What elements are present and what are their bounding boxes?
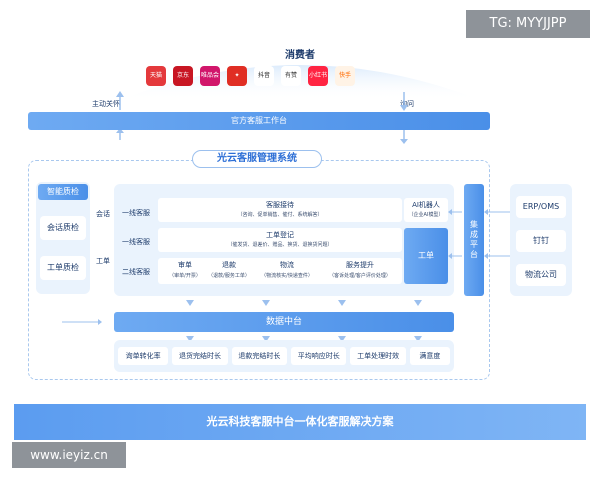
xiaohongshu-logo: 小红书 — [308, 66, 328, 86]
registration-title: 工单登记 — [266, 231, 294, 239]
registration-box — [158, 228, 402, 252]
inquiry-label: 询问 — [400, 100, 414, 108]
second-line-box — [158, 258, 402, 284]
vip-logo: 唯品会 — [200, 66, 220, 86]
audit-sub: （审单/开票） — [169, 273, 201, 279]
connector-lines — [62, 209, 510, 342]
platform-logo-row: 天猫 京东 唯品会 ✦ 抖音 有赞 小红书 快手 — [146, 66, 366, 90]
logistics-sub: （物流核实/快递查件） — [261, 273, 313, 279]
refund-sub: （退款/服务工单） — [208, 273, 250, 279]
metric-item: 工单处理时效 — [350, 347, 406, 365]
jd-logo: 京东 — [173, 66, 193, 86]
reception-box — [158, 198, 402, 222]
ai-robot-sub: （企业AI模型） — [408, 212, 444, 218]
dingtalk-card: 钉钉 — [516, 230, 566, 252]
ticket-quality-card: 工单质检 — [40, 256, 86, 280]
metric-item: 平均响应时长 — [291, 347, 347, 365]
ai-robot-box — [404, 198, 448, 222]
watermark-top: TG: MYYJJPP — [466, 10, 590, 38]
proactive-care-label: 主动关怀 — [92, 100, 120, 108]
metric-item: 退款完结时长 — [231, 347, 288, 365]
integration-platform-label: 集成平台 — [469, 220, 479, 260]
pinduoduo-logo: ✦ — [227, 66, 247, 86]
ticket-box: 工单 — [404, 228, 448, 284]
logistics-company-card: 物流公司 — [516, 264, 566, 286]
registration-sub: （催发货、退差价、赠品、换货、退换货问题） — [227, 242, 333, 248]
data-center-bar: 数据中台 — [114, 312, 454, 332]
session-quality-card: 会话质检 — [40, 216, 86, 240]
douyin-logo: 抖音 — [254, 66, 274, 86]
quality-panel-title: 智能质检 — [38, 184, 88, 200]
reception-title: 客服接待 — [266, 201, 294, 209]
integration-platform: 集成平台 — [464, 184, 484, 296]
service-improve-title: 服务提升 — [346, 261, 374, 269]
logistics-title: 物流 — [280, 261, 294, 269]
consumer-title: 消费者 — [285, 50, 315, 61]
erp-oms-card: ERP/OMS — [516, 196, 566, 218]
bottom-banner: 光云科技客服中台一体化客服解决方案 — [14, 404, 586, 440]
youzan-logo: 有赞 — [281, 66, 301, 86]
service-improve-sub: （客诉处理/客户评价处理） — [329, 273, 391, 279]
audit-title: 审单 — [178, 261, 192, 269]
first-line-label-2: 一线客服 — [122, 238, 150, 246]
metric-item: 退货完结时长 — [172, 347, 228, 365]
kuaishou-logo: 快手 — [335, 66, 355, 86]
watermark-bottom: www.ieyiz.cn — [12, 442, 126, 468]
official-workbench-bar: 官方客服工作台 — [28, 112, 490, 130]
ai-robot-title: AI机器人 — [412, 201, 440, 209]
channel-session-label: 会话 — [96, 210, 110, 218]
system-title: 光云客服管理系统 — [192, 150, 322, 168]
first-line-label-1: 一线客服 — [122, 209, 150, 217]
channel-ticket-label: 工单 — [96, 257, 110, 265]
flow-arrows — [116, 91, 408, 144]
tmall-logo: 天猫 — [146, 66, 166, 86]
refund-title: 退款 — [222, 261, 236, 269]
second-line-label: 二线客服 — [122, 268, 150, 276]
metrics-row: 询单转化率 退货完结时长 退款完结时长 平均响应时长 工单处理时效 满意度 — [118, 347, 451, 365]
metric-item: 询单转化率 — [118, 347, 169, 365]
metric-item: 满意度 — [409, 347, 451, 365]
reception-sub: （咨询、促单销售、催付、系统解答） — [237, 212, 323, 218]
